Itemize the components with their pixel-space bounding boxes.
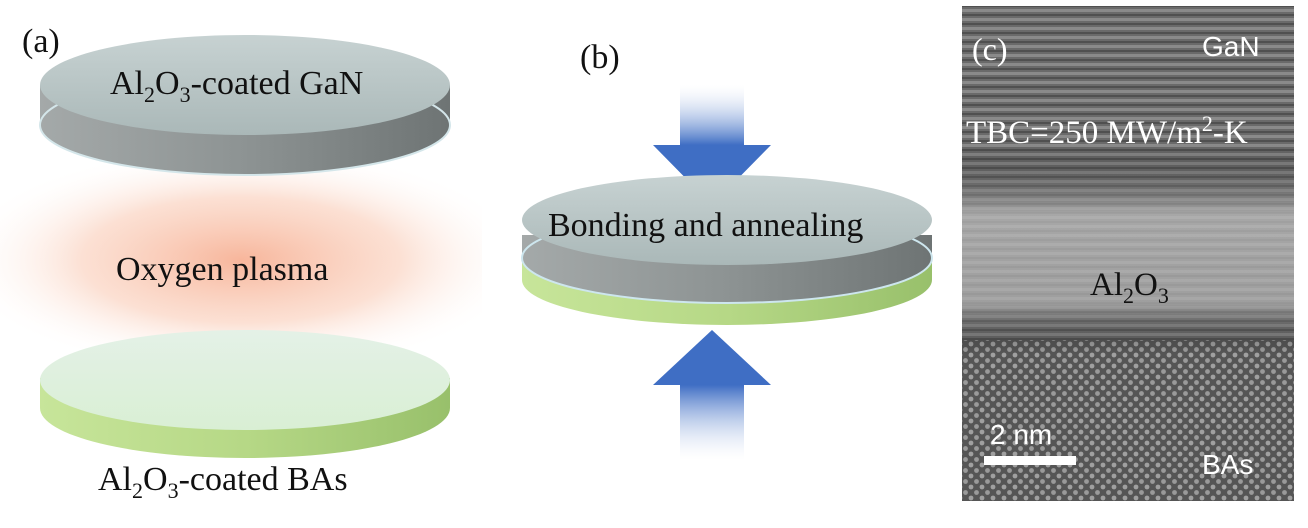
scale-bar [984, 456, 1076, 465]
gan-material-label: GaN [1202, 31, 1260, 62]
bonded-stack [521, 175, 933, 325]
panel-c-label: (c) [972, 31, 1008, 67]
panel-a: (a) Al2O3-coated GaN Oxygen plasma Al2O3… [0, 23, 482, 503]
gan-disk-label: Al2O3-coated GaN [110, 65, 363, 107]
al2o3-label: Al2O3 [1090, 267, 1169, 308]
tbc-label: TBC=250 MW/m2-K [966, 111, 1248, 151]
oxygen-plasma-glow [0, 165, 482, 355]
bas-disk-label: Al2O3-coated BAs [98, 461, 348, 503]
bas-disk [40, 330, 450, 458]
panel-b-label: (b) [580, 39, 620, 76]
panel-c-tem-image: (c) GaN TBC=250 MW/m2-K Al2O3 2 nm BAs [962, 6, 1294, 501]
bas-material-label: BAs [1202, 449, 1253, 480]
scale-bar-label: 2 nm [990, 419, 1052, 450]
press-arrow-down-icon [653, 85, 771, 205]
oxygen-plasma-label: Oxygen plasma [116, 251, 328, 288]
bonding-caption: Bonding and annealing [548, 207, 863, 244]
gan-disk [39, 35, 451, 176]
press-arrow-up-icon [653, 330, 771, 460]
panel-b: (b) Bonding and annealing [521, 39, 933, 460]
panel-a-label: (a) [22, 23, 60, 60]
